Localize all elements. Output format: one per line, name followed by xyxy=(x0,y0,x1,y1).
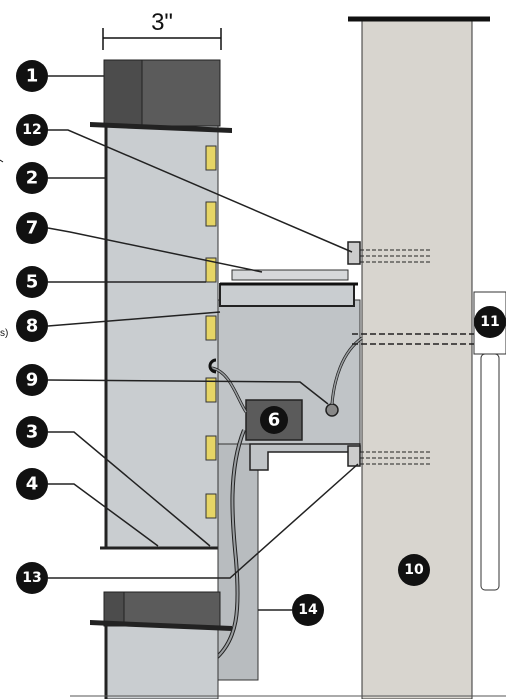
callout-3: 3 xyxy=(16,416,48,448)
callout-5: 5 xyxy=(16,266,48,298)
leader-7 xyxy=(47,227,263,273)
callout-14-label: 14 xyxy=(298,602,318,618)
slot xyxy=(205,257,217,283)
callout-10-label: 10 xyxy=(404,562,424,578)
leader-13 xyxy=(48,463,359,579)
slot xyxy=(205,435,217,461)
top-plate xyxy=(231,269,349,281)
callout-2-label: 2 xyxy=(26,168,39,189)
callout-12-label: 12 xyxy=(22,122,41,138)
leader-9 xyxy=(47,379,329,405)
slot xyxy=(205,201,217,227)
callout-5-label: 5 xyxy=(26,272,39,293)
anchor-upper xyxy=(347,241,432,265)
cable-b-inner xyxy=(331,337,363,405)
callout-6: 6 xyxy=(260,406,288,434)
leader-lines xyxy=(46,75,359,611)
callout-6-label: 6 xyxy=(268,410,281,431)
leader-3 xyxy=(48,431,211,547)
slot xyxy=(205,493,217,519)
callout-1: 1 xyxy=(16,60,48,92)
callout-1-label: 1 xyxy=(26,66,39,87)
callout-13: 13 xyxy=(16,562,48,594)
top-flange xyxy=(90,122,232,133)
slot xyxy=(205,145,217,171)
dimension-label: 3" xyxy=(151,9,173,36)
callout-14: 14 xyxy=(292,594,324,626)
callout-8: 8 xyxy=(16,310,48,342)
slot xyxy=(205,377,217,403)
leader-8 xyxy=(47,311,221,327)
callout-4: 4 xyxy=(16,468,48,500)
callout-12: 12 xyxy=(16,114,48,146)
callout-13-label: 13 xyxy=(22,570,41,586)
lower-cladding-panel xyxy=(105,623,219,699)
callout-8-label: 8 xyxy=(26,316,39,337)
side-mount-pole xyxy=(480,353,500,591)
callout-9: 9 xyxy=(16,364,48,396)
callout-2: 2 xyxy=(16,162,48,194)
callout-11: 11 xyxy=(474,306,506,338)
top-cylinder-collar xyxy=(103,59,143,127)
lower-flange xyxy=(90,620,232,631)
cable-clip-upper xyxy=(208,358,217,374)
connector xyxy=(325,403,339,417)
callout-4-label: 4 xyxy=(26,474,39,495)
side-tick xyxy=(0,159,4,163)
callout-7: 7 xyxy=(16,212,48,244)
upper-cladding-panel xyxy=(105,123,219,549)
leader-12 xyxy=(46,129,353,253)
slot xyxy=(205,315,217,341)
anchor-lower xyxy=(347,445,432,467)
cable-a-inner xyxy=(211,367,247,413)
mounting-bracket xyxy=(219,283,355,307)
callout-7-label: 7 xyxy=(26,218,39,239)
callout-9-label: 9 xyxy=(26,370,39,391)
side-fragment-text: s) xyxy=(0,328,8,339)
cable-down-inner xyxy=(213,429,245,661)
anchor-middle xyxy=(352,333,474,345)
callout-3-label: 3 xyxy=(26,422,39,443)
structural-column xyxy=(361,19,473,699)
callout-10: 10 xyxy=(398,554,430,586)
leader-4 xyxy=(48,483,159,547)
callout-11-label: 11 xyxy=(480,314,499,330)
lower-bracket xyxy=(249,443,361,471)
